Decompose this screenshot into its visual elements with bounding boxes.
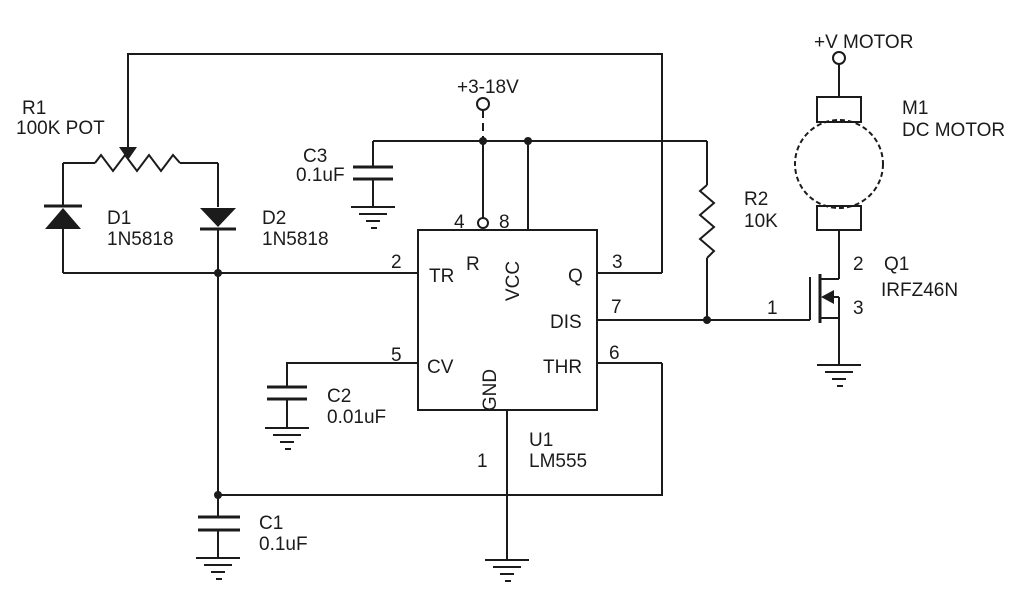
d1-value-label: 1N5818	[107, 229, 174, 250]
pin-q-label: Q	[568, 266, 583, 287]
q1-mosfet: 1 2 3 Q1 IRFZ46N	[767, 254, 958, 323]
c2-ref-label: C2	[327, 386, 351, 407]
c2-capacitor: C2 0.01uF	[267, 385, 386, 428]
d1-diode: D1 1N5818	[44, 204, 174, 250]
q1-source-pin-number: 3	[853, 298, 864, 319]
ground-symbol-ic	[485, 559, 529, 582]
r1-value-label: 100K POT	[16, 118, 105, 139]
wire-segment	[127, 53, 663, 273]
pin2-number: 2	[391, 252, 402, 273]
wire-segment	[218, 363, 663, 496]
ground-symbol-c2	[265, 427, 309, 450]
junction-dots	[214, 137, 711, 499]
d2-ref-label: D2	[262, 208, 286, 229]
diode-triangle-icon	[200, 208, 236, 227]
pin-reset-label: R	[466, 254, 480, 275]
q1-value-label: IRFZ46N	[881, 280, 958, 301]
ground-symbol-c3	[351, 206, 395, 229]
u1-ref-label: U1	[529, 430, 553, 451]
motor-supply-terminal-icon	[832, 51, 846, 65]
r1-ref-label: R1	[22, 98, 46, 119]
wire-cv-c2	[286, 362, 418, 427]
pin-thr-label: THR	[543, 357, 582, 378]
c3-ref-label: C3	[303, 146, 327, 167]
u1-lm555-ic: 2 5 4 8 3 7 6 1 TR R Q DIS THR CV VCC GN…	[391, 212, 623, 472]
pin4-number: 4	[454, 212, 465, 233]
supply-label: +3-18V	[457, 77, 519, 98]
wire-feedback-top	[127, 53, 663, 274]
r2-value-label: 10K	[744, 211, 778, 232]
resistor-zigzag	[698, 184, 716, 259]
r1-potentiometer: R1 100K POT	[16, 98, 181, 173]
m1-dc-motor: +V MOTOR M1 DC MOTOR	[794, 32, 1005, 231]
mosfet-body-arrow-icon	[821, 290, 834, 304]
diode-triangle-icon	[45, 208, 81, 229]
motor-brush-bottom	[816, 205, 862, 231]
junction-dot	[214, 491, 222, 499]
c2-value-label: 0.01uF	[327, 407, 386, 428]
m1-ref-label: M1	[902, 98, 928, 119]
pin7-number: 7	[611, 297, 622, 318]
q1-gate-pin-number: 1	[767, 298, 778, 319]
pin6-number: 6	[609, 343, 620, 364]
d1-ref-label: D1	[107, 208, 131, 229]
wire-supply-rail	[372, 110, 708, 320]
c1-value-label: 0.1uF	[259, 534, 308, 555]
ground-symbol-q1	[817, 364, 861, 387]
c1-capacitor: C1 0.1uF	[198, 513, 308, 555]
motor-supply-label: +V MOTOR	[814, 32, 913, 53]
pin4-terminal-icon	[477, 217, 489, 229]
junction-dot	[703, 316, 711, 324]
pin1-number: 1	[477, 451, 488, 472]
wire-segment	[286, 362, 418, 387]
supply-terminal: +3-18V	[457, 77, 519, 111]
q1-drain-pin-number: 2	[853, 254, 864, 275]
resistor-zigzag	[94, 153, 181, 173]
q1-ref-label: Q1	[884, 254, 909, 275]
pot-wiper-arrow-icon	[119, 147, 137, 160]
c3-capacitor: C3 0.1uF	[296, 146, 393, 186]
wire-pot-diodes	[62, 162, 219, 273]
junction-dot	[479, 137, 487, 145]
ic-body	[417, 229, 598, 411]
pin8-number: 8	[499, 212, 510, 233]
c3-value-label: 0.1uF	[296, 165, 345, 186]
d2-diode: D2 1N5818	[200, 208, 329, 250]
junction-dot	[214, 269, 222, 277]
r2-ref-label: R2	[744, 189, 768, 210]
junction-dot	[524, 137, 532, 145]
pin-dis-label: DIS	[550, 312, 582, 333]
pin-vcc-label: VCC	[503, 261, 524, 301]
supply-terminal-icon	[476, 97, 490, 111]
pin-tr-label: TR	[429, 266, 454, 287]
wire-trigger-node	[63, 272, 663, 496]
u1-value-label: LM555	[529, 451, 587, 472]
r2-resistor: R2 10K	[698, 184, 778, 259]
pin3-number: 3	[612, 252, 623, 273]
d2-value-label: 1N5818	[262, 229, 329, 250]
motor-body	[794, 119, 884, 209]
pin5-number: 5	[391, 345, 402, 366]
motor-brush-top	[816, 96, 862, 123]
pin-gnd-label: GND	[480, 369, 501, 411]
pin-cv-label: CV	[427, 357, 454, 378]
m1-value-label: DC MOTOR	[902, 120, 1005, 141]
c1-ref-label: C1	[259, 513, 283, 534]
ground-symbol-c1	[196, 557, 240, 580]
